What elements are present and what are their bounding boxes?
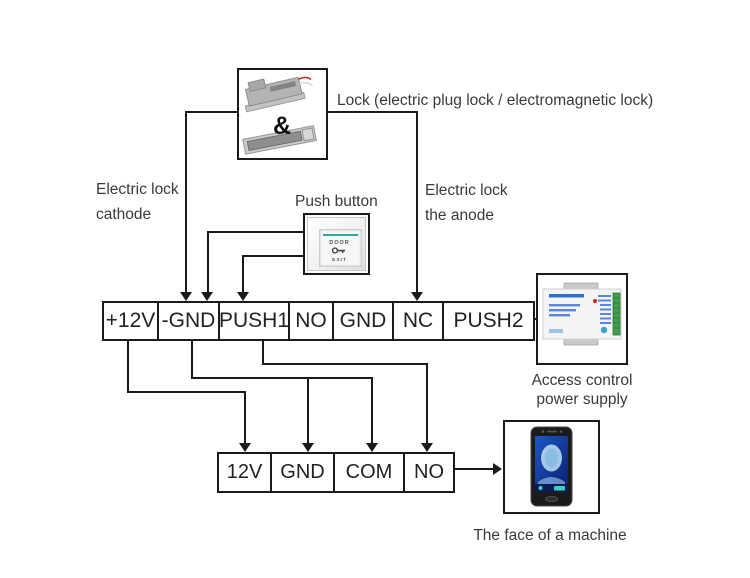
wire-segment: [185, 111, 187, 293]
terminal-block: [612, 292, 621, 336]
key-icon: [331, 247, 345, 254]
push-button-text: DOOR EXIT: [329, 240, 350, 263]
lock-box: &: [237, 68, 328, 160]
power-supply-label: Access control power supply: [512, 371, 652, 409]
wire-segment: [191, 377, 373, 379]
power-supply-image-icon: [542, 282, 622, 346]
cathode-label-line2: cathode: [96, 206, 152, 223]
cathode-label: Electric lock cathode: [96, 177, 179, 227]
lock-label: Lock (electric plug lock / electromagnet…: [337, 92, 654, 109]
terminal-cell: NO: [403, 452, 455, 493]
push-button-box: DOOR EXIT: [303, 213, 370, 275]
wire-segment: [243, 255, 303, 257]
wire-segment: [127, 340, 129, 393]
anode-label-line1: Electric lock: [425, 182, 508, 199]
cathode-label-line1: Electric lock: [96, 181, 179, 198]
power-supply-label-line2: power supply: [536, 391, 628, 408]
wire-segment: [426, 363, 428, 444]
arrow-down-icon: [421, 443, 433, 452]
face-machine-box: [503, 420, 600, 514]
lock-image-icon: [242, 76, 317, 155]
anode-label: Electric lock the anode: [425, 178, 508, 228]
face-machine-image-icon: [530, 426, 573, 507]
exit-label: EXIT: [332, 257, 347, 263]
wire-segment: [328, 111, 418, 113]
anode-label-line2: the anode: [425, 207, 494, 224]
wire-segment: [371, 377, 373, 444]
terminal-cell: PUSH1: [218, 301, 290, 341]
wire-segment: [262, 363, 428, 365]
arrow-right-icon: [493, 463, 502, 475]
wire-segment: [416, 111, 418, 293]
power-supply-box: [536, 273, 628, 365]
wire-segment: [208, 231, 303, 233]
ampersand-label: &: [273, 112, 292, 140]
push-button-label: Push button: [295, 193, 378, 210]
wire-segment: [244, 391, 246, 444]
wire-segment: [207, 231, 209, 293]
face-machine-label: The face of a machine: [473, 527, 627, 544]
wire-segment: [533, 318, 538, 320]
push-button-panel: DOOR EXIT: [319, 229, 362, 267]
arrow-down-icon: [237, 292, 249, 301]
wire-segment: [191, 340, 193, 379]
wire-segment: [307, 377, 309, 444]
arrow-down-icon: [180, 292, 192, 301]
push-button-image-icon: DOOR EXIT: [307, 217, 366, 271]
terminal-cell: COM: [333, 452, 405, 493]
power-supply-label-line1: Access control: [531, 372, 633, 389]
terminal-cell: NO: [288, 301, 334, 341]
push-button-teal-stripe: [323, 234, 358, 236]
arrow-down-icon: [201, 292, 213, 301]
led-indicator: [593, 299, 597, 303]
arrow-down-icon: [411, 292, 423, 301]
wire-segment: [127, 391, 246, 393]
wire-segment: [262, 340, 264, 365]
wire-segment: [242, 255, 244, 293]
arrow-down-icon: [239, 443, 251, 452]
terminal-cell: NC: [392, 301, 444, 341]
wire-segment: [453, 468, 495, 470]
wire-segment: [186, 111, 237, 113]
arrow-down-icon: [366, 443, 378, 452]
terminal-cell: GND: [270, 452, 335, 493]
terminal-cell: -GND: [157, 301, 220, 341]
terminal-cell: +12V: [102, 301, 159, 341]
terminal-cell: 12V: [217, 452, 272, 493]
terminal-cell: PUSH2: [442, 301, 535, 341]
door-label: DOOR: [329, 240, 350, 246]
arrow-down-icon: [302, 443, 314, 452]
terminal-cell: GND: [332, 301, 394, 341]
